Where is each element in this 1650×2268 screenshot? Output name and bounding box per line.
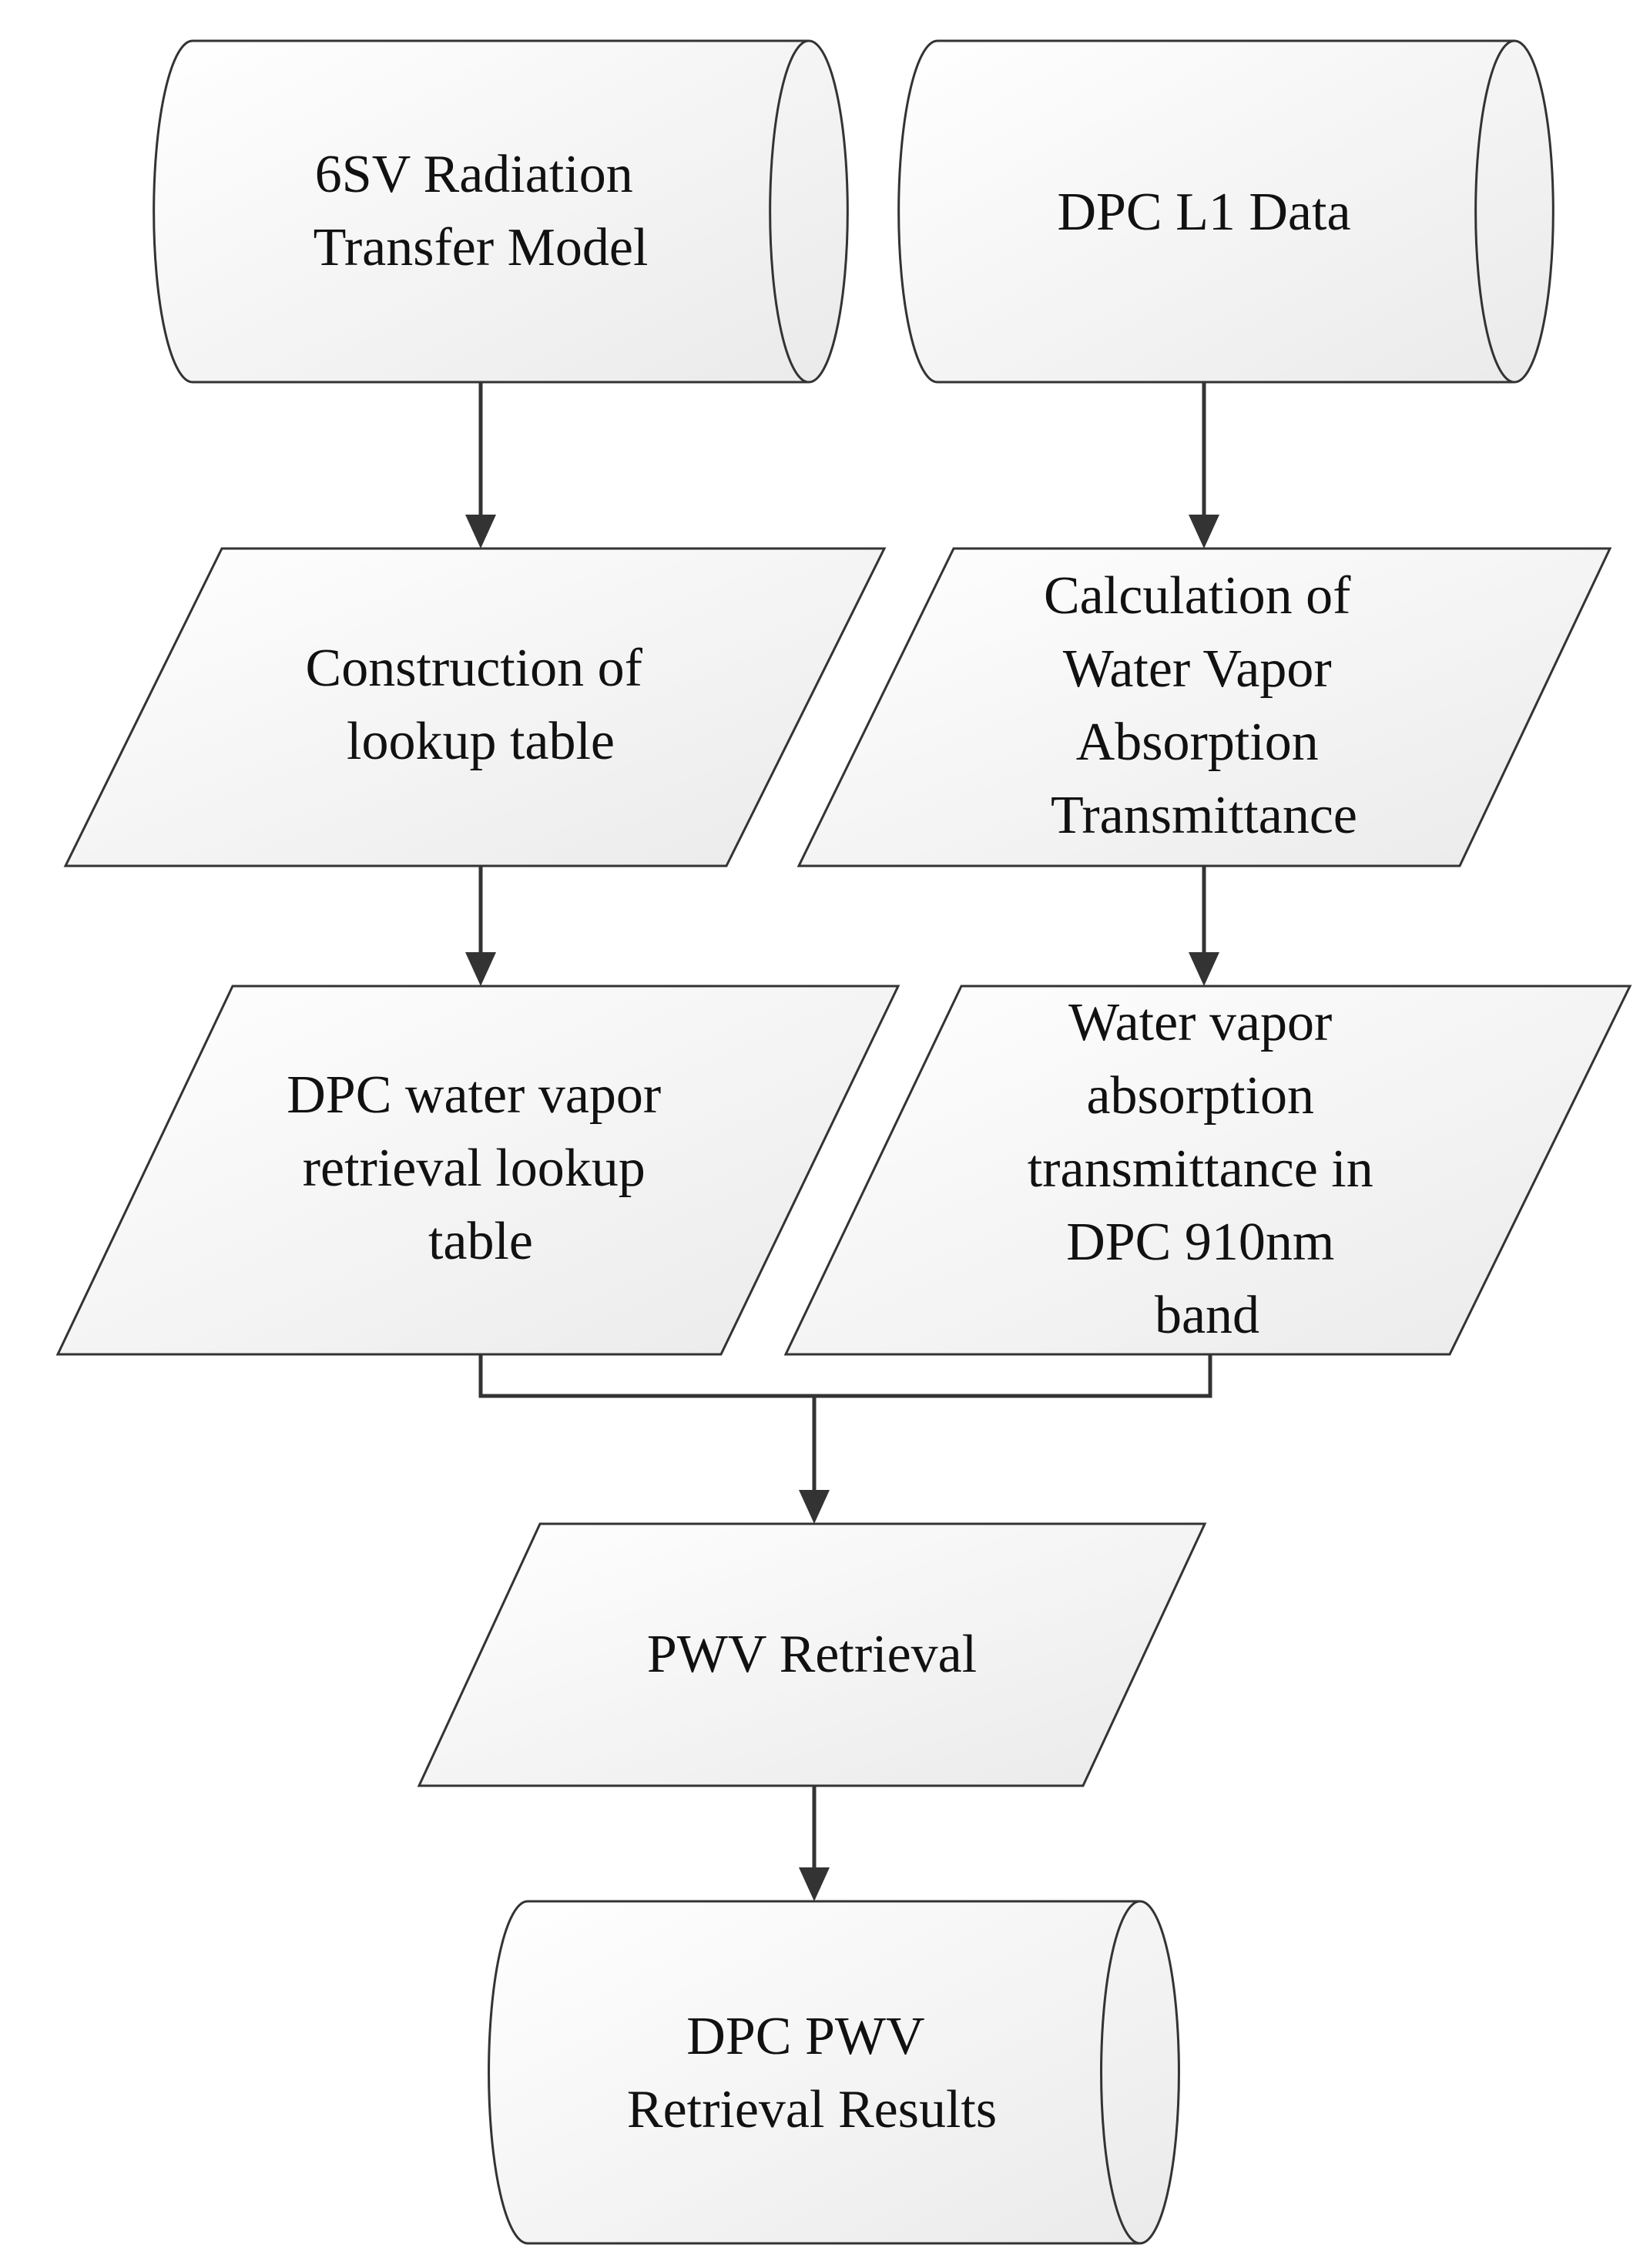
arrowhead-transmittance-910nm <box>1189 952 1219 986</box>
nodes: 6SV Radiation Transfer Model DPC L1 Data… <box>55 39 1632 2245</box>
node-dpc-l1-data-line-1: DPC L1 Data <box>1057 183 1350 242</box>
node-retrieval-lookup-table-line-3: table <box>428 1212 533 1271</box>
node-transmittance-calculation-shape <box>796 547 1612 867</box>
node-transmittance-calculation-label: Calculation of Water Vapor Absorption Tr… <box>1044 566 1364 845</box>
node-lookup-construction-line-1: Construction of <box>306 639 643 698</box>
node-transmittance-910nm-label: Water vapor absorption transmittance in … <box>1028 993 1387 1345</box>
arrowhead-retrieval-lookup-table <box>465 952 496 986</box>
node-radiation-model-shape <box>153 39 849 384</box>
node-retrieval-lookup-table-shape <box>55 985 900 1356</box>
node-dpc-l1-data: DPC L1 Data <box>897 39 1554 384</box>
node-radiation-model: 6SV Radiation Transfer Model <box>153 39 849 384</box>
edge-retrieval-lookup-table-merge <box>478 1354 1212 1398</box>
node-pwv-retrieval-shape <box>417 1522 1207 1787</box>
node-transmittance-910nm: Water vapor absorption transmittance in … <box>783 985 1632 1356</box>
node-lookup-construction: Construction of lookup table <box>63 547 887 867</box>
node-pwv-results-label: DPC PWV Retrieval Results <box>627 2007 997 2139</box>
arrowhead-pwv-retrieval <box>799 1490 830 1524</box>
edges <box>465 382 1219 1901</box>
node-radiation-model-line-2: Transfer Model <box>314 218 649 277</box>
node-transmittance-calculation-line-3: Absorption <box>1076 713 1319 772</box>
node-lookup-construction-line-2: lookup table <box>347 712 615 771</box>
node-transmittance-910nm-line-2: absorption <box>1086 1066 1314 1126</box>
node-pwv-results-line-2: Retrieval Results <box>627 2080 997 2139</box>
node-transmittance-calculation-line-4: Transmittance <box>1051 786 1357 845</box>
node-pwv-results-inner-edge <box>1100 1900 1141 2245</box>
node-transmittance-calculation-line-2: Water Vapor <box>1063 639 1332 699</box>
node-radiation-model-inner-edge <box>769 39 810 384</box>
node-lookup-construction-shape <box>63 547 887 867</box>
node-retrieval-lookup-table-line-2: retrieval lookup <box>303 1139 646 1198</box>
arrowhead-pwv-results <box>799 1867 830 1901</box>
node-pwv-retrieval: PWV Retrieval <box>417 1522 1207 1787</box>
node-radiation-model-label: 6SV Radiation Transfer Model <box>314 145 649 277</box>
arrowhead-transmittance-calculation <box>1189 515 1219 549</box>
node-transmittance-910nm-line-1: Water vapor <box>1068 993 1332 1052</box>
node-transmittance-calculation: Calculation of Water Vapor Absorption Tr… <box>796 547 1612 867</box>
node-retrieval-lookup-table-line-1: DPC water vapor <box>287 1065 661 1125</box>
node-lookup-construction-label: Construction of lookup table <box>306 639 656 771</box>
node-transmittance-910nm-shape <box>783 985 1632 1356</box>
node-transmittance-910nm-line-5: band <box>1155 1286 1259 1345</box>
node-transmittance-910nm-line-4: DPC 910nm <box>1066 1213 1334 1272</box>
node-pwv-results-line-1: DPC PWV <box>686 2007 924 2066</box>
node-pwv-retrieval-label: PWV Retrieval <box>647 1625 977 1684</box>
arrowhead-lookup-construction <box>465 515 496 549</box>
node-transmittance-910nm-line-3: transmittance in <box>1028 1139 1373 1199</box>
node-retrieval-lookup-table: DPC water vapor retrieval lookup table <box>55 985 900 1356</box>
node-pwv-results-shape <box>488 1900 1180 2245</box>
node-retrieval-lookup-table-label: DPC water vapor retrieval lookup table <box>287 1065 675 1271</box>
node-dpc-l1-data-label: DPC L1 Data <box>1057 183 1350 242</box>
node-pwv-results: DPC PWV Retrieval Results <box>488 1900 1180 2245</box>
node-transmittance-calculation-line-1: Calculation of <box>1044 566 1351 626</box>
node-radiation-model-line-1: 6SV Radiation <box>315 145 633 204</box>
node-pwv-retrieval-line-1: PWV Retrieval <box>647 1625 977 1684</box>
node-dpc-l1-data-inner-edge <box>1474 39 1515 384</box>
